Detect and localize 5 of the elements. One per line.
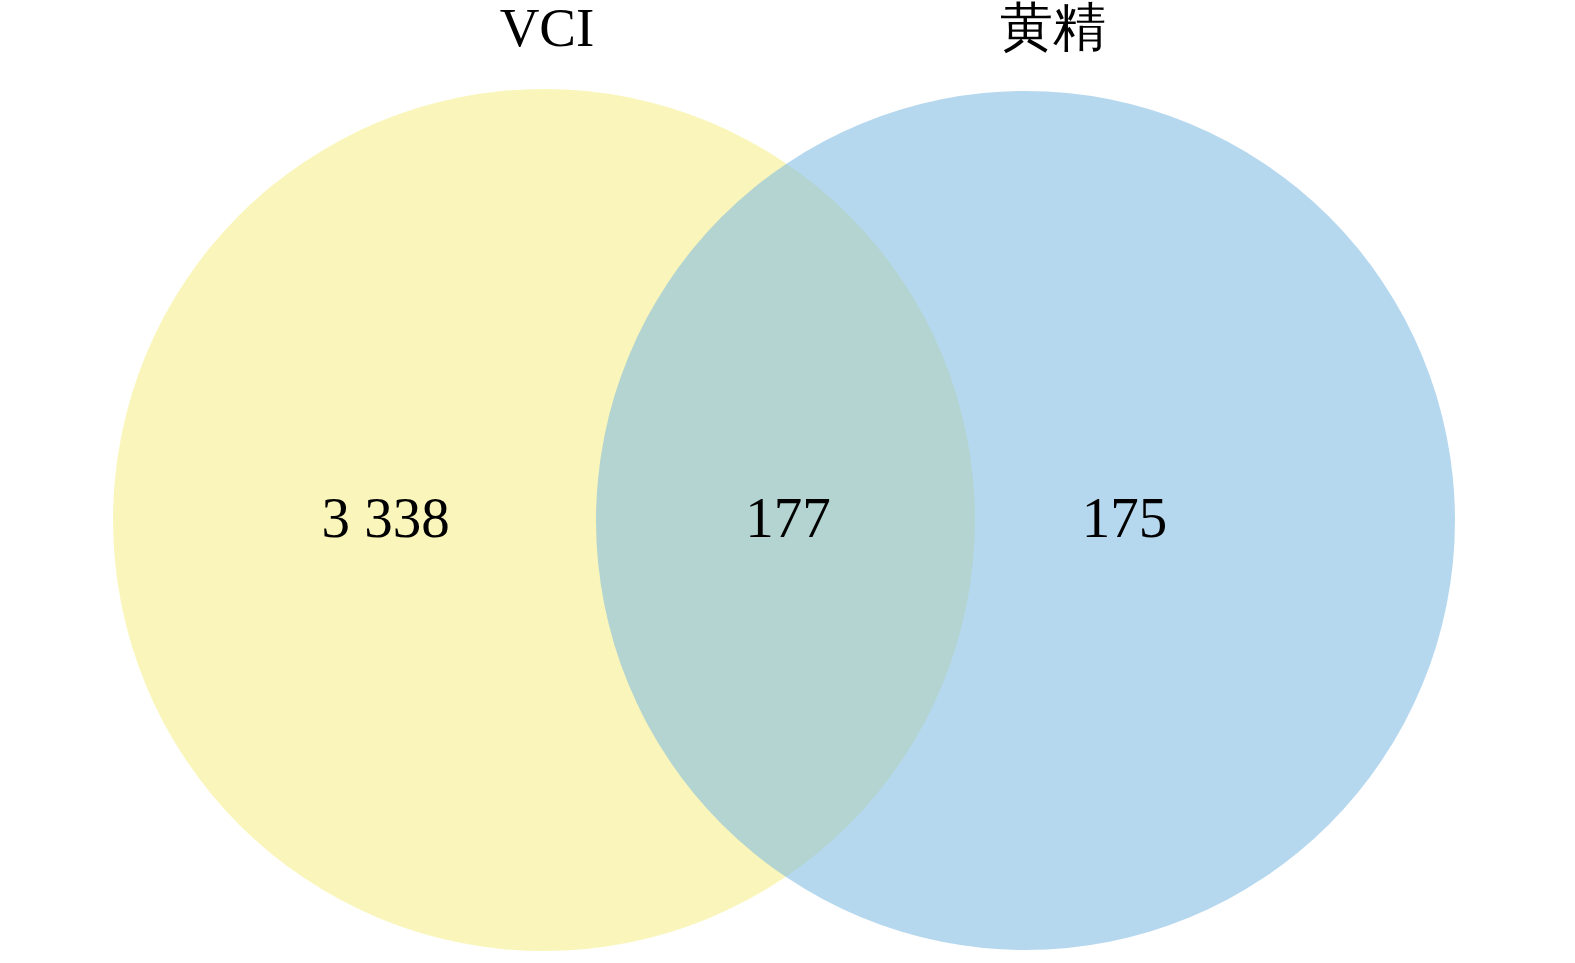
count-label: 3 338 bbox=[321, 489, 450, 546]
set-label: 黄精 bbox=[1000, 1, 1106, 54]
count-label: 175 bbox=[1081, 489, 1168, 546]
count-label: 177 bbox=[745, 489, 831, 546]
set-label: VCI bbox=[499, 0, 595, 55]
